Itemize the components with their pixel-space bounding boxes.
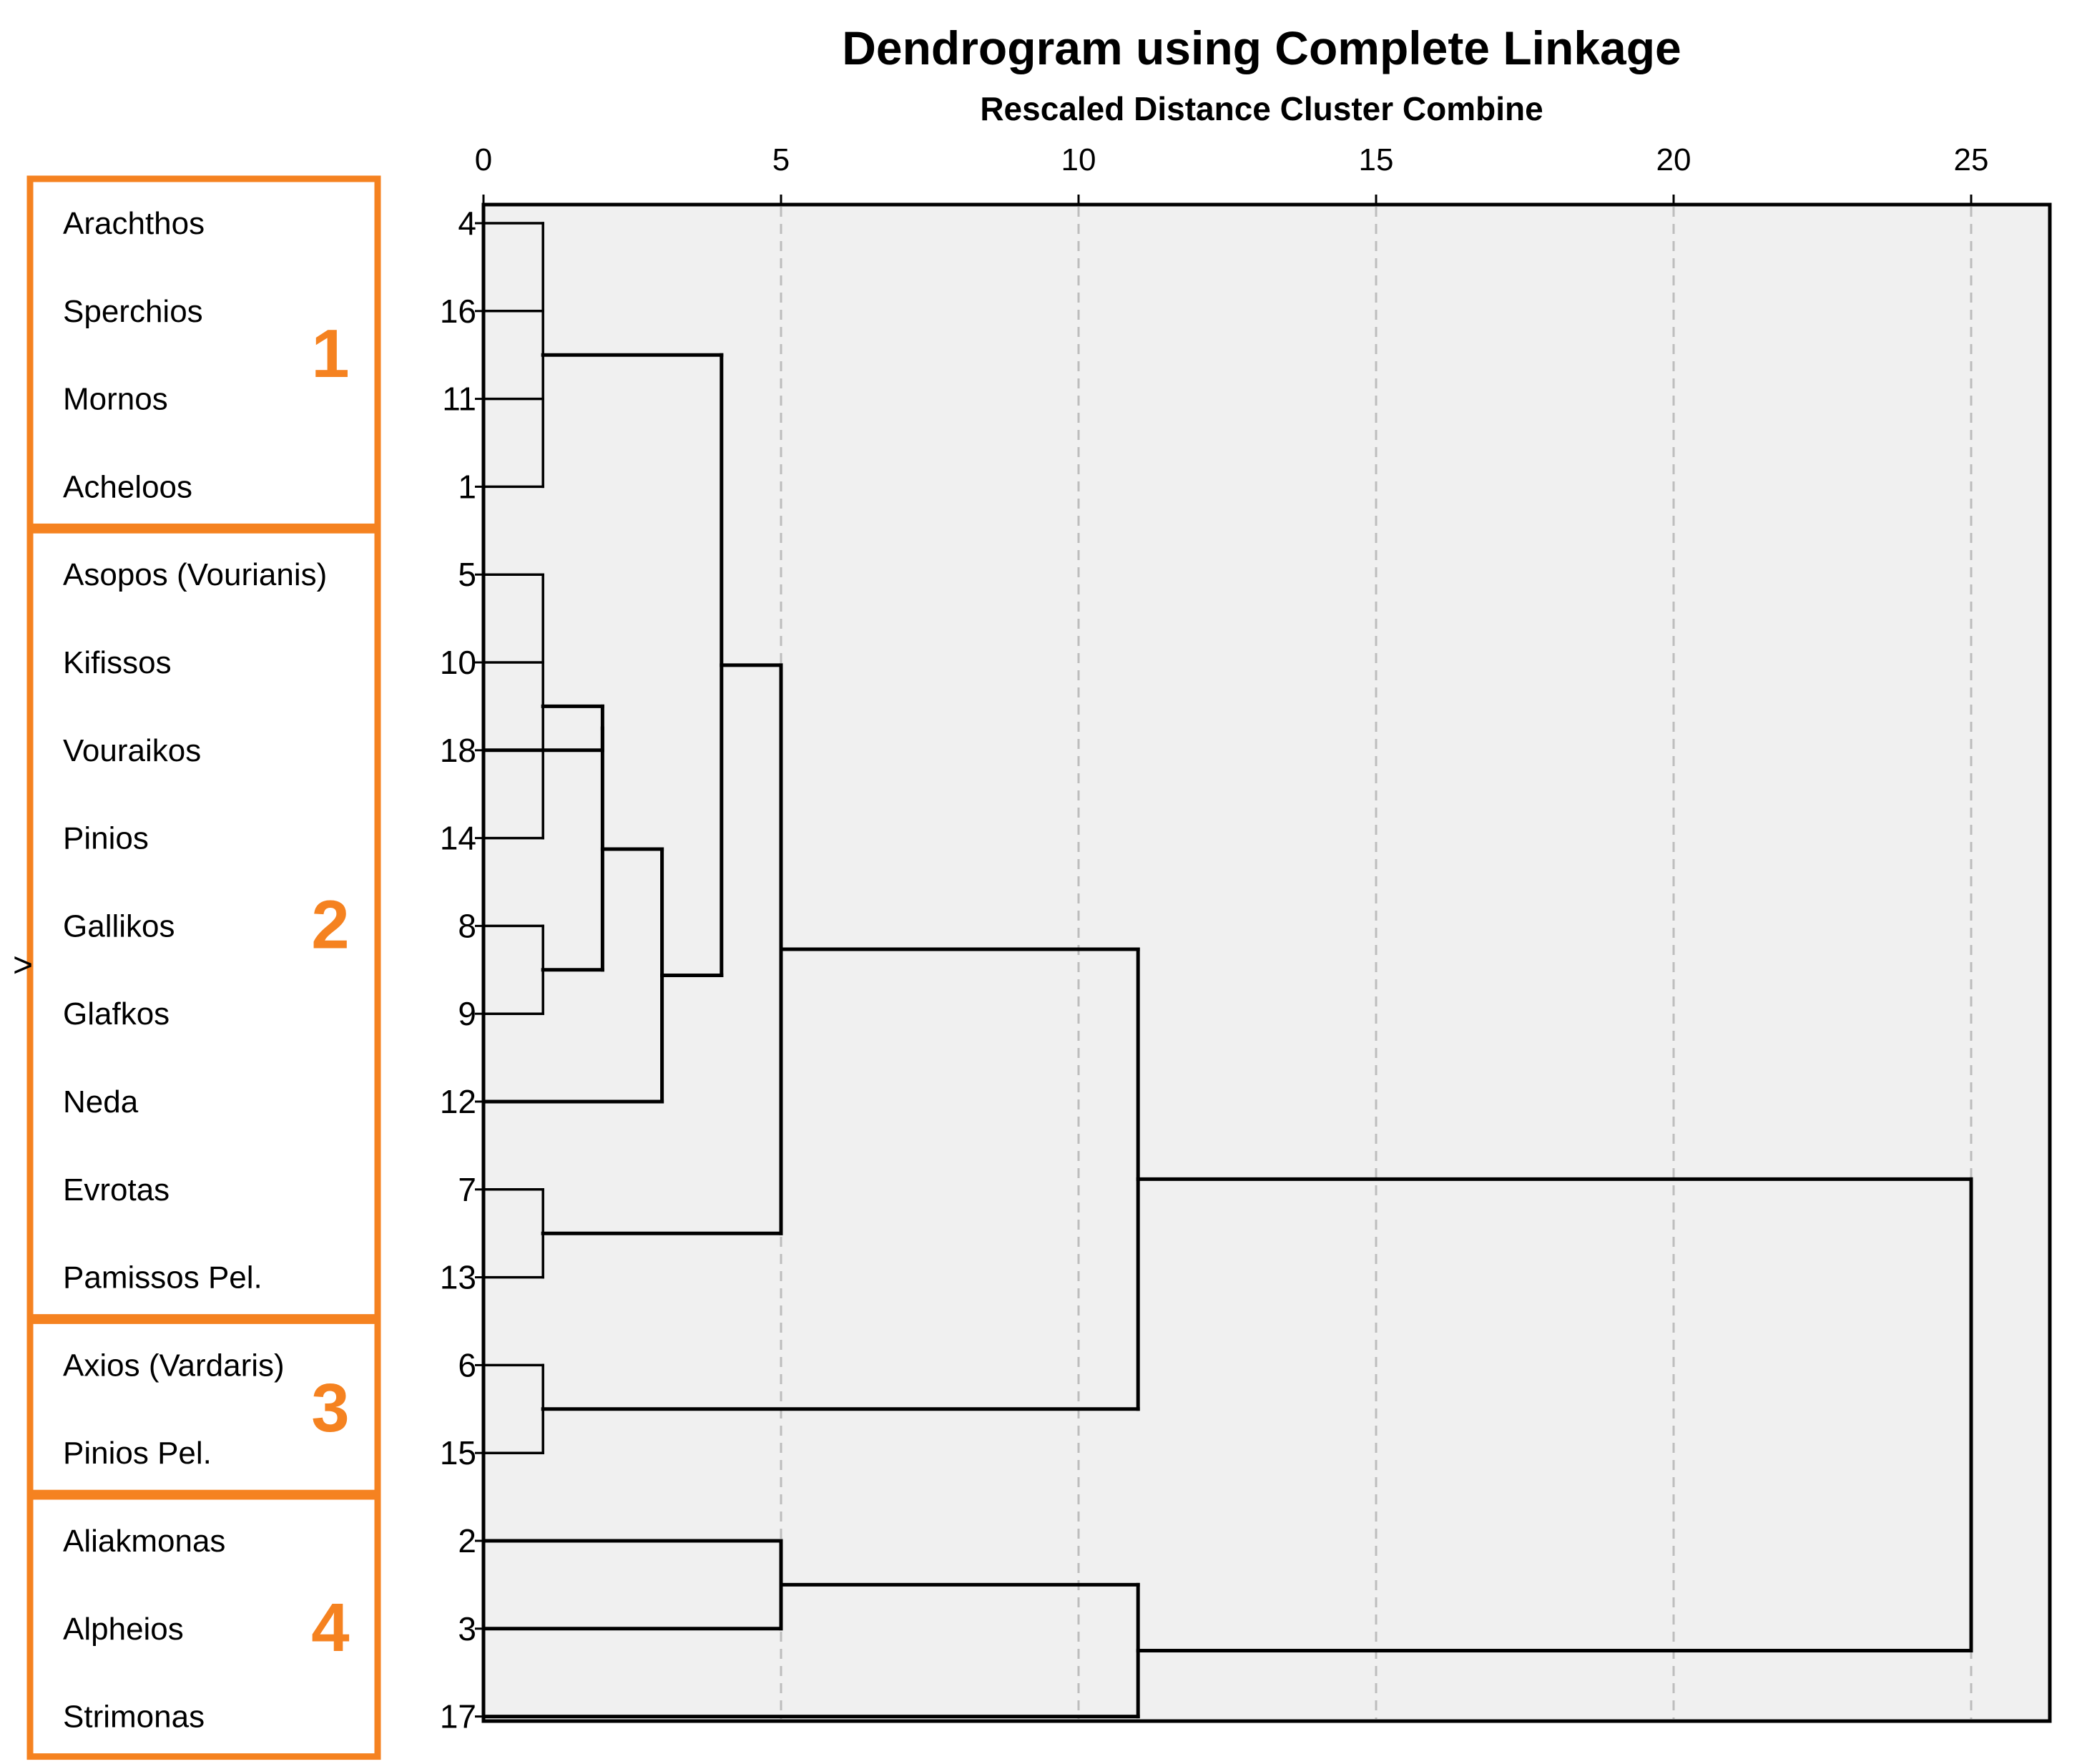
dendrogram-tree — [481, 222, 1973, 1719]
x-tick-label: 20 — [1656, 142, 1691, 177]
group-boxes: 1 2 3 4 — [26, 175, 381, 1760]
leaf-label: Mornos — [63, 382, 168, 417]
leaf-label: Alpheios — [63, 1612, 184, 1647]
x-axis-ticks: 0 5 10 15 20 25 — [475, 142, 1989, 206]
leaf-label: Glafkos — [63, 996, 170, 1032]
leaf-id: 5 — [458, 556, 476, 593]
x-tick-label: 5 — [772, 142, 790, 177]
leaf-label: Pinios — [63, 821, 149, 856]
leaf-id: 15 — [440, 1434, 476, 1471]
leaf-id: 16 — [440, 293, 476, 330]
leaf-label: Pinios Pel. — [63, 1436, 212, 1471]
leaf-id: 10 — [440, 644, 476, 681]
leaf-id: 13 — [440, 1259, 476, 1296]
leaf-id: 18 — [440, 732, 476, 769]
leaf-id: 17 — [440, 1698, 476, 1735]
leaf-id: 14 — [440, 820, 476, 857]
leaf-label: Sperchios — [63, 294, 203, 329]
x-tick-label: 10 — [1061, 142, 1096, 177]
leaf-id: 12 — [440, 1083, 476, 1120]
leaf-label: Vouraikos — [63, 733, 201, 768]
leaf-id: 6 — [458, 1346, 476, 1383]
leaf-id: 3 — [458, 1610, 476, 1647]
group-number: 2 — [311, 886, 349, 963]
leaf-label: Evrotas — [63, 1172, 170, 1207]
leaf-id: 1 — [458, 468, 476, 505]
chart-subtitle: Rescaled Distance Cluster Combine — [980, 90, 1543, 127]
leaf-label: Kifissos — [63, 645, 172, 680]
leaf-id: 4 — [458, 205, 476, 242]
marker-glyph: > — [13, 946, 33, 984]
group-number: 1 — [311, 315, 349, 392]
leaf-label: Aliakmonas — [63, 1524, 225, 1559]
group-box — [26, 1493, 381, 1760]
group-number: 4 — [311, 1589, 349, 1666]
leaf-id: 2 — [458, 1522, 476, 1559]
leaf-id: 9 — [458, 995, 476, 1032]
leaf-label: Axios (Vardaris) — [63, 1348, 285, 1383]
leaf-label: Asopos (Vourianis) — [63, 557, 327, 592]
leaf-id: 7 — [458, 1171, 476, 1208]
leaf-id: 11 — [442, 381, 476, 418]
group-box — [26, 175, 381, 530]
group-box — [26, 526, 381, 1321]
x-tick-label: 0 — [475, 142, 492, 177]
leaf-label: Acheloos — [63, 469, 192, 504]
leaf-label: Gallikos — [63, 908, 175, 944]
x-tick-label: 15 — [1359, 142, 1394, 177]
plot-area — [481, 202, 2052, 1723]
leaf-label: Pamissos Pel. — [63, 1260, 262, 1295]
group-box — [26, 1317, 381, 1496]
x-tick-label: 25 — [1954, 142, 1989, 177]
leaf-label: Arachthos — [63, 206, 205, 241]
chart-title: Dendrogram using Complete Linkage — [842, 21, 1681, 74]
group-number: 3 — [311, 1370, 349, 1446]
leaf-id: 8 — [458, 907, 476, 944]
leaf-label: Strimonas — [63, 1700, 205, 1735]
leaf-label: Neda — [63, 1084, 139, 1119]
